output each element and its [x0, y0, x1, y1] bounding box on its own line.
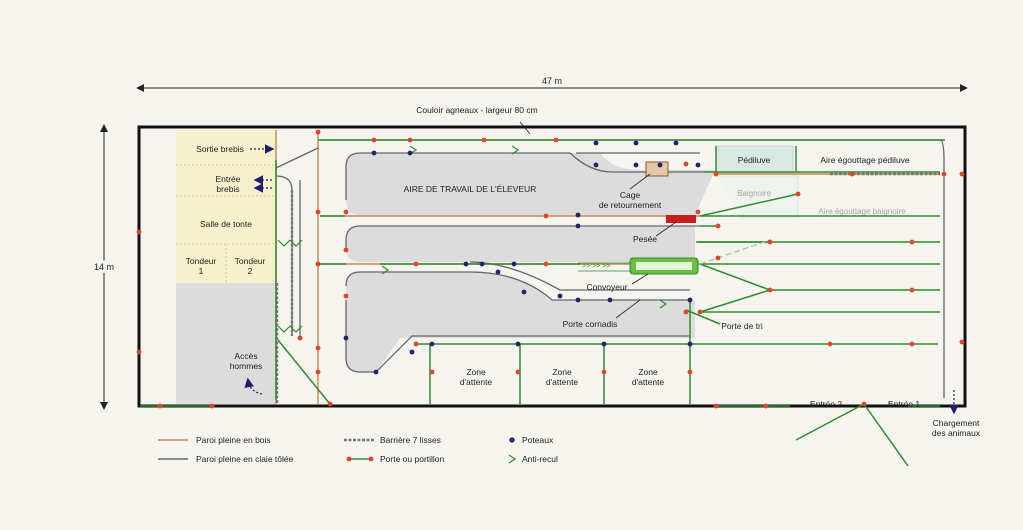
entree-brebis-2: brebis	[216, 184, 239, 194]
work-area-floor-3	[346, 272, 695, 372]
dashed-gate	[699, 239, 771, 265]
couloir-label: Couloir agneaux - largeur 80 cm	[416, 105, 537, 115]
work-area-floor-2	[346, 226, 695, 262]
svg-text:Zone: Zone	[552, 367, 572, 377]
convoyeur-label: Convoyeur	[586, 282, 627, 292]
svg-text:d'attente: d'attente	[632, 377, 665, 387]
legend-claie-label: Paroi pleine en claie tôlée	[196, 454, 294, 464]
pediluve-label: Pédiluve	[738, 155, 771, 165]
entree-brebis-1: Entrée	[215, 174, 240, 184]
entree-2-label: Entrée 2	[810, 399, 842, 409]
legend-post-label: Poteaux	[522, 435, 554, 445]
tondeur1-label-b: 1	[199, 266, 204, 276]
legend-post-swatch	[509, 437, 515, 443]
cage-label-b: de retournement	[599, 200, 662, 210]
sortie-brebis-label: Sortie brebis	[196, 144, 244, 154]
width-label: 47 m	[542, 76, 562, 86]
svg-text:d'attente: d'attente	[460, 377, 493, 387]
shearing-dividers	[176, 164, 276, 283]
tondeur1-label-a: Tondeur	[186, 256, 217, 266]
chargement-label-a: Chargement	[933, 418, 980, 428]
pesee-label: Pesée	[633, 234, 657, 244]
legend-antirecul-swatch	[508, 454, 517, 464]
barriers	[275, 172, 940, 404]
cage-leader	[629, 173, 651, 190]
svg-text:d'attente: d'attente	[546, 377, 579, 387]
porte-cornadis-label: Porte cornadis	[563, 319, 618, 329]
baignoire-label: Baignoire	[737, 189, 771, 198]
legend-gate-label: Porte ou portillon	[380, 454, 445, 464]
legend-wood-label: Paroi pleine en bois	[196, 435, 271, 445]
claie-walls	[275, 139, 945, 398]
cage-label-a: Cage	[620, 190, 641, 200]
aire-baignoire-label: Aire égouttage baignoire	[818, 207, 906, 216]
acces-label-b: hommes	[230, 361, 263, 371]
cage-shape	[645, 161, 669, 177]
couloir-leader	[519, 121, 531, 135]
acces-label-a: Accès	[234, 351, 257, 361]
tondeur2-label-a: Tondeur	[235, 256, 266, 266]
convoyeur-highlight	[636, 262, 692, 270]
work-area-floor	[346, 153, 715, 215]
building-wall	[137, 125, 967, 408]
svg-text:Zone: Zone	[466, 367, 486, 377]
legend-barrier-label: Barrière 7 lisses	[380, 435, 441, 445]
convoyeur-arrows: >> >> >>	[582, 263, 610, 270]
height-dimension: 14 m	[91, 124, 117, 410]
tondeur2-label-b: 2	[248, 266, 253, 276]
acces-arrow	[244, 377, 263, 395]
convoyeur-leader	[631, 273, 649, 285]
height-label: 14 m	[94, 262, 114, 272]
gate-hinges	[136, 129, 965, 409]
chargement-label-b: des animaux	[932, 428, 981, 438]
acces-area	[176, 283, 276, 404]
pesee-shape	[666, 215, 696, 223]
entree-1-label: Entrée 1	[888, 399, 920, 409]
svg-text:Zone: Zone	[638, 367, 658, 377]
salle-tonte-label: Salle de tonte	[200, 219, 252, 229]
zone-attente-labels: Zone d'attente Zone d'attente Zone d'att…	[460, 367, 665, 387]
aire-travail-label: AIRE DE TRAVAIL DE L'ÉLEVEUR	[404, 184, 537, 194]
gates	[140, 139, 945, 467]
legend-antirecul-label: Anti-recul	[522, 454, 558, 464]
porte-tri-label: Porte de tri	[721, 321, 763, 331]
cornadis-leader	[615, 299, 641, 319]
pesee-leader	[655, 221, 677, 237]
posts	[343, 140, 701, 375]
legend: Paroi pleine en bois Paroi pleine en cla…	[158, 435, 558, 464]
aire-pediluve-label: Aire égouttage pédiluve	[820, 155, 910, 165]
width-dimension: 47 m	[136, 76, 968, 92]
